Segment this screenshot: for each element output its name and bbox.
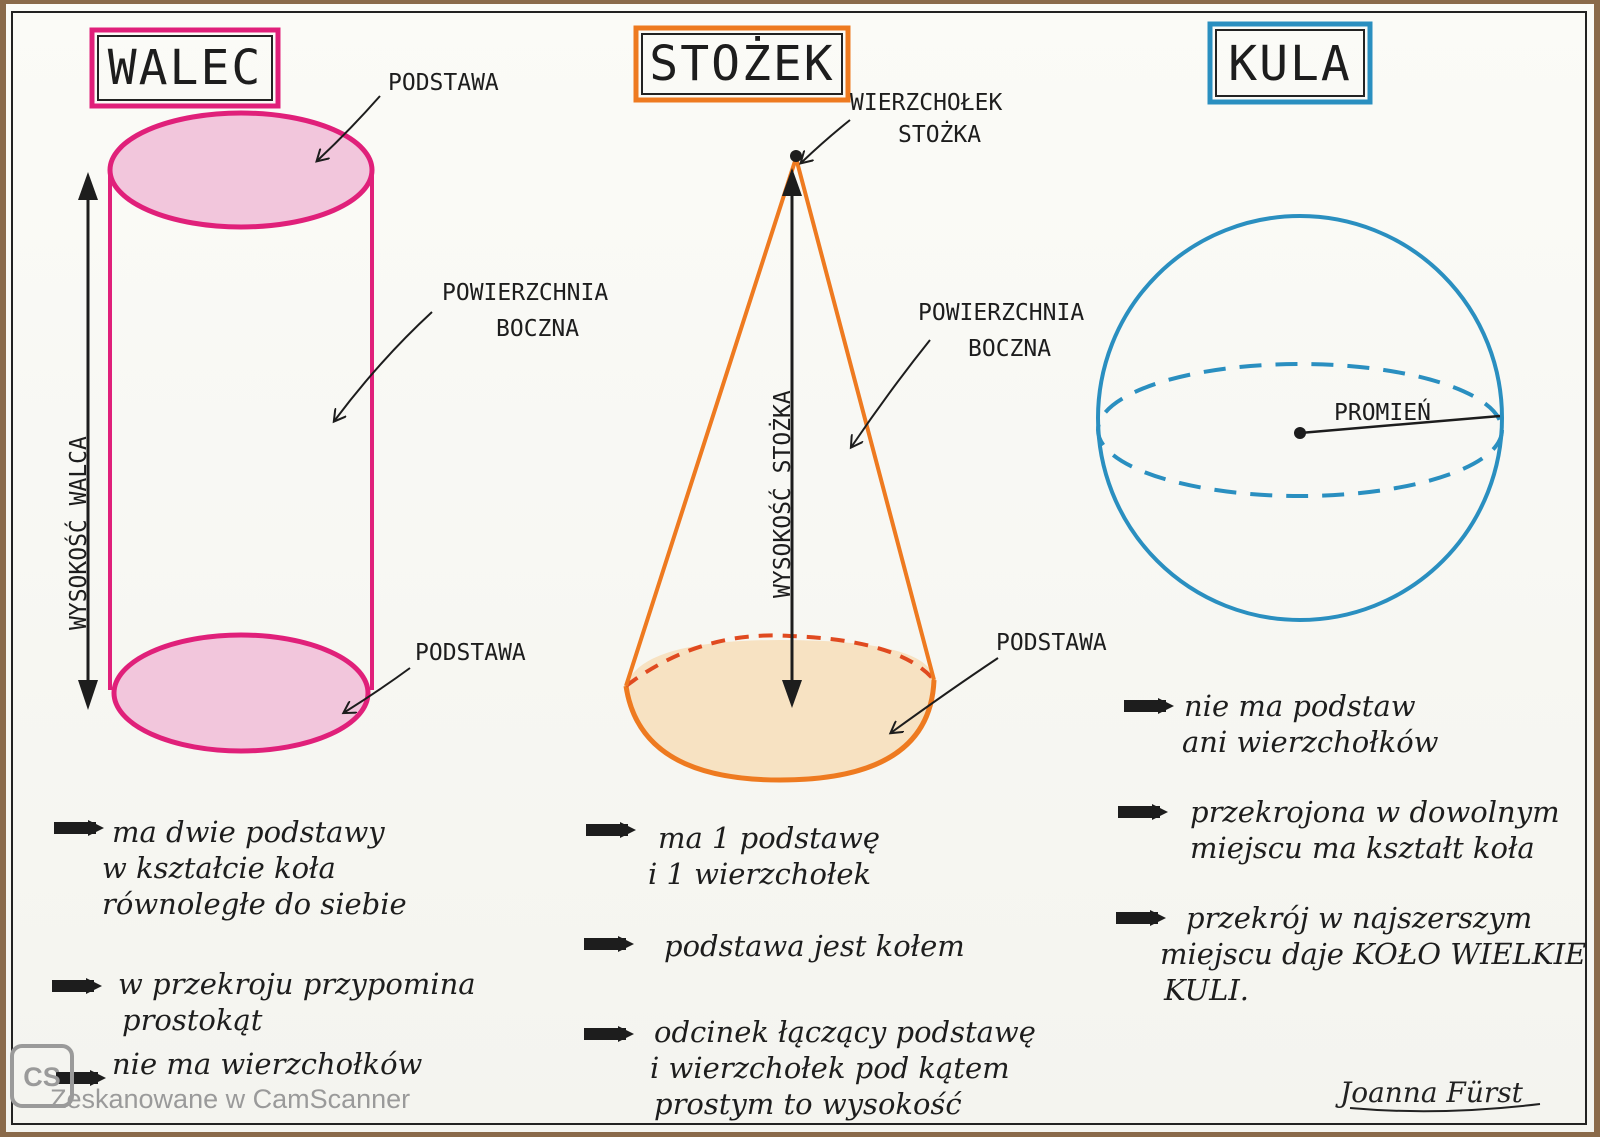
cone-apex-label-1: WIERZCHOŁEK bbox=[850, 90, 1002, 116]
cylinder-bottom-base-label: PODSTAWA bbox=[415, 640, 526, 666]
sphere-note-1-line-2: ani wierzchołków bbox=[1182, 725, 1439, 759]
cylinder-note-1-line-1: ma dwie podstawy bbox=[112, 815, 385, 849]
cone-section: STOŻEK WYSOKOŚĆ STOŻKA WIERZCHOŁEK STOŻK… bbox=[584, 25, 1107, 1121]
cylinder-note-3-line-1: nie ma wierzchołków bbox=[112, 1047, 423, 1081]
sphere-radius-line bbox=[1299, 414, 1501, 435]
sphere-note-3-line-3: KULI. bbox=[1163, 973, 1249, 1007]
cone-note-2-line-1: podstawa jest kołem bbox=[664, 929, 965, 963]
sphere-note-1-line-1: nie ma podstaw bbox=[1184, 689, 1416, 723]
cone-apex bbox=[790, 150, 802, 162]
cone-base-front bbox=[623, 679, 937, 783]
cylinder-bottom-base bbox=[111, 632, 371, 754]
sphere-outline bbox=[1096, 214, 1504, 622]
cylinder-figure bbox=[107, 110, 375, 754]
cone-side-label-2: BOCZNA bbox=[968, 336, 1051, 362]
cone-title: STOŻEK bbox=[649, 36, 834, 92]
cylinder-title: WALEC bbox=[108, 40, 263, 96]
camscanner-text: Zeskanowane w CamScanner bbox=[50, 1084, 410, 1114]
camscanner-logo-icon bbox=[10, 1044, 74, 1108]
cone-base-back bbox=[624, 633, 936, 688]
sphere-great-circle bbox=[1096, 362, 1504, 498]
cone-note-3-line-3: prostym to wysokość bbox=[654, 1087, 962, 1121]
sphere-note-2-line-1: przekrojona w dowolnym bbox=[1190, 795, 1560, 829]
cone-height-label: WYSOKOŚĆ STOŻKA bbox=[768, 390, 796, 598]
page-border bbox=[11, 11, 1587, 1125]
cone-figure bbox=[623, 150, 937, 783]
sphere-section: KULA PROMIEŃ nie ma podstaw ani wierzcho… bbox=[1096, 21, 1586, 1007]
sphere-radius-label: PROMIEŃ bbox=[1334, 398, 1431, 426]
cone-note-1-line-2: i 1 wierzchołek bbox=[648, 857, 871, 891]
cone-base-label: PODSTAWA bbox=[996, 630, 1107, 656]
cylinder-note-1-line-2: w kształcie koła bbox=[102, 851, 336, 885]
camscanner-watermark: CS Zeskanowane w CamScanner bbox=[10, 1044, 410, 1114]
camscanner-logo-text: CS bbox=[23, 1062, 61, 1092]
sphere-figure bbox=[1096, 214, 1504, 622]
cylinder-title-box bbox=[89, 27, 281, 109]
sphere-note-2-line-2: miejscu ma kształt koła bbox=[1190, 831, 1535, 865]
cone-note-3-line-1: odcinek łączący podstawę bbox=[654, 1015, 1036, 1049]
sphere-notes: nie ma podstaw ani wierzchołków przekroj… bbox=[1116, 689, 1586, 1007]
cylinder-note-2-line-2: prostokąt bbox=[122, 1003, 263, 1037]
sphere-title-box bbox=[1207, 21, 1373, 105]
cone-side-label-1: POWIERZCHNIA bbox=[918, 300, 1084, 326]
sphere-note-3-line-2: miejscu daje KOŁO WIELKIE bbox=[1160, 937, 1586, 971]
cylinder-notes: ma dwie podstawy w kształcie koła równol… bbox=[52, 815, 476, 1086]
cylinder-top-base-label: PODSTAWA bbox=[388, 70, 499, 96]
cone-notes: ma 1 podstawę i 1 wierzchołek podstawa j… bbox=[584, 821, 1036, 1121]
sphere-note-3-line-1: przekrój w najszerszym bbox=[1186, 901, 1532, 935]
cylinder-note-1-line-3: równoległe do siebie bbox=[102, 887, 407, 921]
cone-title-box bbox=[633, 25, 851, 103]
cylinder-top-base bbox=[107, 110, 375, 230]
cone-apex-label-2: STOŻKA bbox=[898, 120, 981, 148]
cylinder-section: WALEC WYSOKOŚĆ WALCA PODSTAWA POWIERZCHN… bbox=[52, 27, 608, 1086]
cylinder-note-2-line-1: w przekroju przypomina bbox=[118, 967, 476, 1001]
cylinder-side-label-1: POWIERZCHNIA bbox=[442, 280, 608, 306]
cylinder-side-label-2: BOCZNA bbox=[496, 316, 579, 342]
cylinder-height-label: WYSOKOŚĆ WALCA bbox=[64, 436, 92, 630]
signature: Joanna Fürst bbox=[1335, 1076, 1524, 1109]
cone-note-3-line-2: i wierzchołek pod kątem bbox=[650, 1051, 1010, 1085]
cone-note-1-line-1: ma 1 podstawę bbox=[658, 821, 880, 855]
sphere-title: KULA bbox=[1228, 36, 1352, 92]
